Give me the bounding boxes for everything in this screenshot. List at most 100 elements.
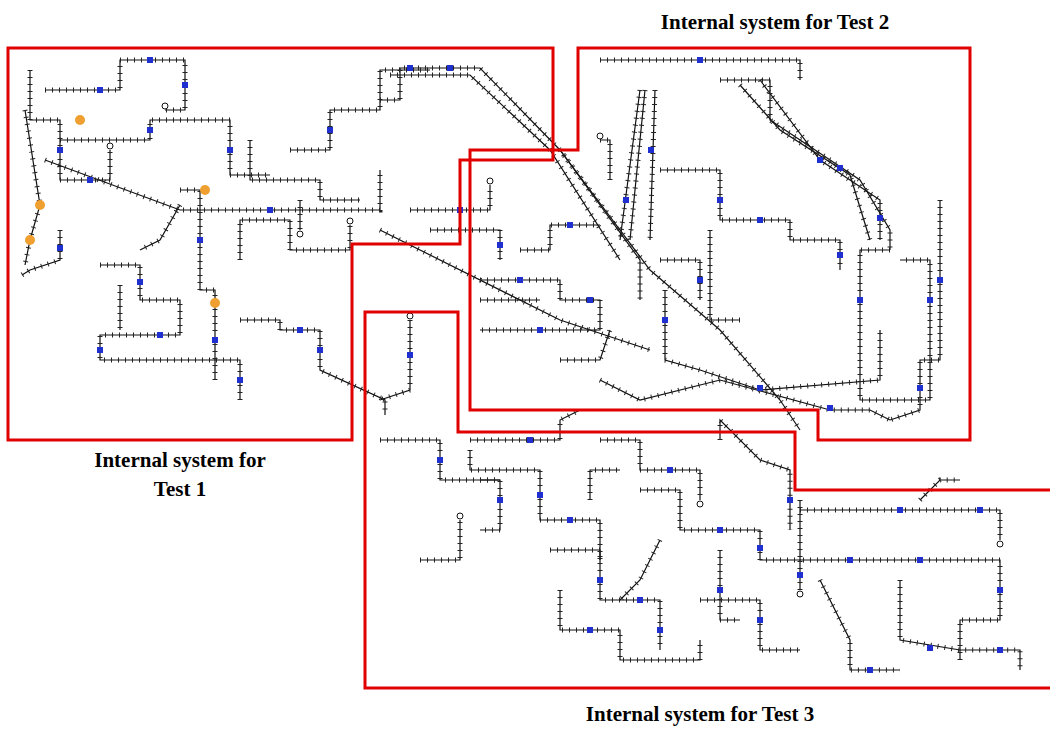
bus-marker [567,517,573,523]
bus-marker [877,215,883,221]
bus-marker [182,82,188,88]
bus-marker [917,385,923,391]
generator-dot [25,235,35,245]
bus-marker [657,627,663,633]
bus-marker [57,245,63,251]
bus-marker [317,347,323,353]
bus-marker [267,207,273,213]
bus-marker [587,297,593,303]
bus-marker [437,457,443,463]
bus-marker [407,352,413,358]
bus-marker [157,332,163,338]
bus-marker [227,147,233,153]
bus-marker [937,277,943,283]
region-border-line [470,48,970,440]
generator-dot [200,185,210,195]
bus-marker [527,437,533,443]
generator-dots [25,115,220,308]
bus-marker [917,557,923,563]
bus-marker [587,627,593,633]
bus-marker [847,557,853,563]
bus-marker [997,647,1003,653]
bus-marker [757,545,763,551]
region-label: Internal system for Test 3 [583,700,817,729]
generator-dot [35,200,45,210]
terminal-circle [797,591,803,597]
bus-markers [57,57,1003,673]
line-wires [22,60,1020,670]
bus-marker [857,297,863,303]
bus-marker [757,385,763,391]
bus-marker [407,65,413,71]
bus-marker [197,237,203,243]
bus-marker [867,667,873,673]
region-border [470,48,970,440]
generator-dot [210,298,220,308]
region-label: Internal system for Test 2 [658,8,892,37]
bus-marker [623,197,629,203]
bus-marker [97,347,103,353]
bus-marker [717,197,723,203]
bus-marker [537,492,543,498]
bus-marker [897,507,903,513]
terminal-circle [997,541,1003,547]
terminal-circle [597,133,603,139]
region-border-line [365,312,1050,688]
terminal-circles [107,103,1003,597]
bus-marker [147,57,153,63]
bus-marker [837,252,843,258]
bus-marker [757,617,763,623]
bus-marker [662,317,668,323]
bus-marker [137,279,143,285]
bus-marker [977,507,983,513]
terminal-circle [697,501,703,507]
bus-marker [87,177,93,183]
bus-marker [597,577,603,583]
region-outline: Internal system for Test 2 [470,48,970,440]
bus-marker [297,327,303,333]
terminal-circle [487,178,493,184]
bus-marker [997,587,1003,593]
bus-marker [837,165,843,171]
bus-marker [147,127,153,133]
bus-marker [447,65,453,71]
bus-marker [57,147,63,153]
bus-marker [457,207,463,213]
bus-marker [717,587,723,593]
bus-marker [697,277,703,283]
region-outline: Internal system for Test 3 [365,312,1050,688]
bus-marker [717,527,723,533]
line-ticks [22,60,1020,670]
bus-marker [497,497,503,503]
bus-marker [497,242,503,248]
bus-marker [517,277,523,283]
bus-marker [237,377,243,383]
region-border [365,312,1050,688]
bus-marker [927,297,933,303]
bus-marker [537,327,543,333]
bus-marker [667,467,673,473]
bus-marker [797,572,803,578]
bus-marker [97,87,103,93]
bus-marker [927,645,933,651]
bus-marker [827,405,833,411]
region-border-line [8,48,553,440]
bus-marker [817,157,823,163]
region-border [8,48,553,440]
terminal-circle [407,313,413,319]
bus-marker [637,597,643,603]
region-label: Internal system for Test 1 [80,446,280,505]
bus-marker [567,222,573,228]
terminal-circle [107,143,113,149]
bus-marker [212,337,218,343]
bus-marker [697,57,703,63]
terminal-circle [297,231,303,237]
bus-marker [787,497,793,503]
terminal-circle [457,513,463,519]
region-outline: Internal system for Test 1 [8,48,553,440]
bus-marker [757,217,763,223]
terminal-circle [162,103,168,109]
generator-dot [75,115,85,125]
